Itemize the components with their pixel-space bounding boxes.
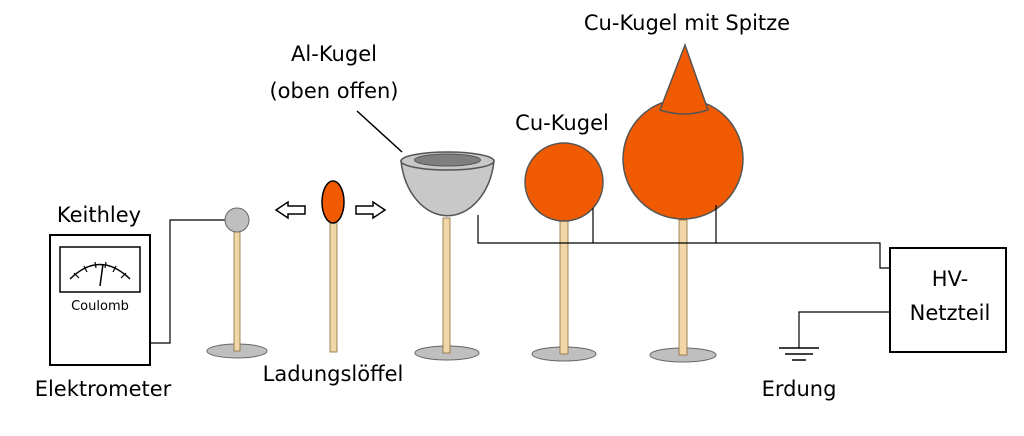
- cu-sphere-tip-stand: [622, 42, 744, 363]
- cu-sphere: [524, 142, 604, 222]
- coulomb-label: Coulomb: [71, 299, 129, 314]
- netzteil-label: Netzteil: [910, 301, 991, 325]
- ladungsloeffel-label: Ladungslöffel: [263, 362, 404, 386]
- keithley-label: Keithley: [57, 203, 141, 227]
- hollow-arrow-right-icon: [355, 200, 387, 220]
- al-sphere-stand: [400, 151, 495, 361]
- ground-symbol-icon: [779, 347, 819, 361]
- al-kugel-sublabel: (oben offen): [269, 79, 398, 103]
- cu-sphere-tip: [659, 42, 709, 115]
- meter-needle: [99, 263, 104, 287]
- cu-kugel-spitze-label: Cu-Kugel mit Spitze: [584, 11, 790, 35]
- stand-rod: [678, 219, 688, 356]
- spoon-head: [321, 180, 345, 224]
- cu-kugel-label: Cu-Kugel: [515, 111, 609, 135]
- spoon-handle: [329, 221, 338, 353]
- hollow-arrow-left-icon: [274, 200, 306, 220]
- probe-ball-stand: [206, 207, 268, 359]
- hv-power-supply: [889, 247, 1007, 353]
- al-sphere-opening: [414, 153, 481, 167]
- stand-rod: [233, 229, 241, 352]
- cu-sphere-stand: [524, 142, 604, 362]
- elektrometer-label: Elektrometer: [35, 377, 172, 401]
- hv-wiring: [477, 205, 890, 269]
- probe-ball: [224, 207, 250, 233]
- ground-wire: [798, 311, 890, 348]
- erdung-label: Erdung: [762, 377, 837, 401]
- electrometer-wire: [150, 219, 226, 344]
- al-sphere: [400, 160, 495, 217]
- al-kugel-pointer: [356, 110, 403, 153]
- hv-label: HV-: [932, 267, 969, 291]
- stand-rod: [559, 217, 569, 355]
- charge-spoon: [321, 180, 345, 353]
- al-kugel-label: Al-Kugel: [291, 42, 377, 66]
- cu-sphere-large: [622, 98, 744, 220]
- meter-dial-icon: [59, 246, 141, 293]
- stand-rod: [442, 217, 451, 354]
- electrometer: Coulomb: [49, 234, 151, 366]
